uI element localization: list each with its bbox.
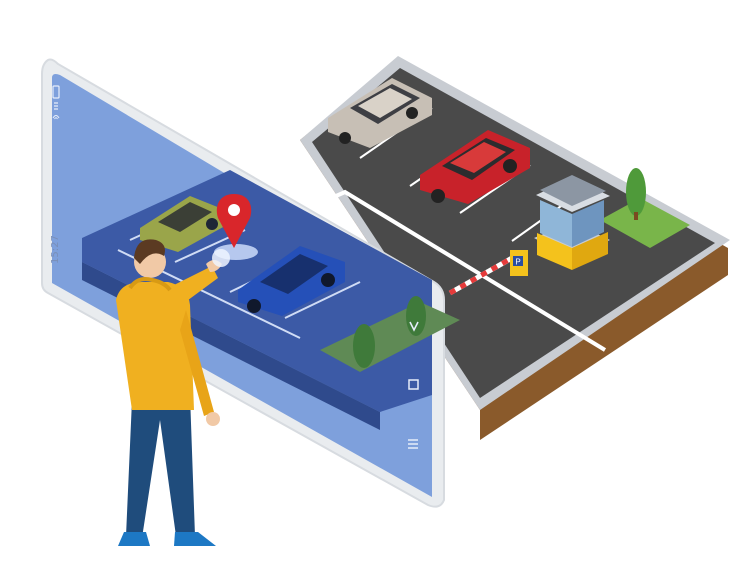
red-car <box>420 130 530 204</box>
screen-nav-bar <box>408 321 419 449</box>
parking-lot: P <box>300 56 730 440</box>
wifi-icon <box>52 115 60 120</box>
screen-tree-2 <box>406 296 426 336</box>
lane-line <box>317 189 607 352</box>
parking-sign <box>513 256 523 266</box>
square-icon[interactable] <box>408 379 419 390</box>
parking-barrier: P <box>448 250 528 296</box>
smartphone: 15:27 <box>41 58 460 508</box>
hair <box>134 239 165 264</box>
lot-asphalt <box>312 68 715 398</box>
back-icon[interactable] <box>409 321 419 332</box>
person <box>116 239 230 546</box>
grass-island <box>600 198 690 248</box>
parking-sign-letter: P <box>515 258 520 267</box>
tap-glow <box>212 249 230 267</box>
left-shoe <box>118 532 150 546</box>
right-shoe <box>174 532 216 546</box>
screen-blue-car <box>238 246 345 316</box>
jeans <box>126 395 195 538</box>
menu-icon[interactable] <box>408 439 418 449</box>
parking-booth <box>534 175 610 270</box>
signal-icon <box>54 102 58 110</box>
silver-car <box>328 78 432 148</box>
jacket <box>116 282 194 410</box>
status-bar: 15:27 <box>50 85 61 264</box>
hand <box>206 412 220 426</box>
battery-icon <box>52 85 60 99</box>
screen-tree-1 <box>353 324 375 368</box>
status-time: 15:27 <box>50 235 61 264</box>
tree <box>626 168 646 216</box>
